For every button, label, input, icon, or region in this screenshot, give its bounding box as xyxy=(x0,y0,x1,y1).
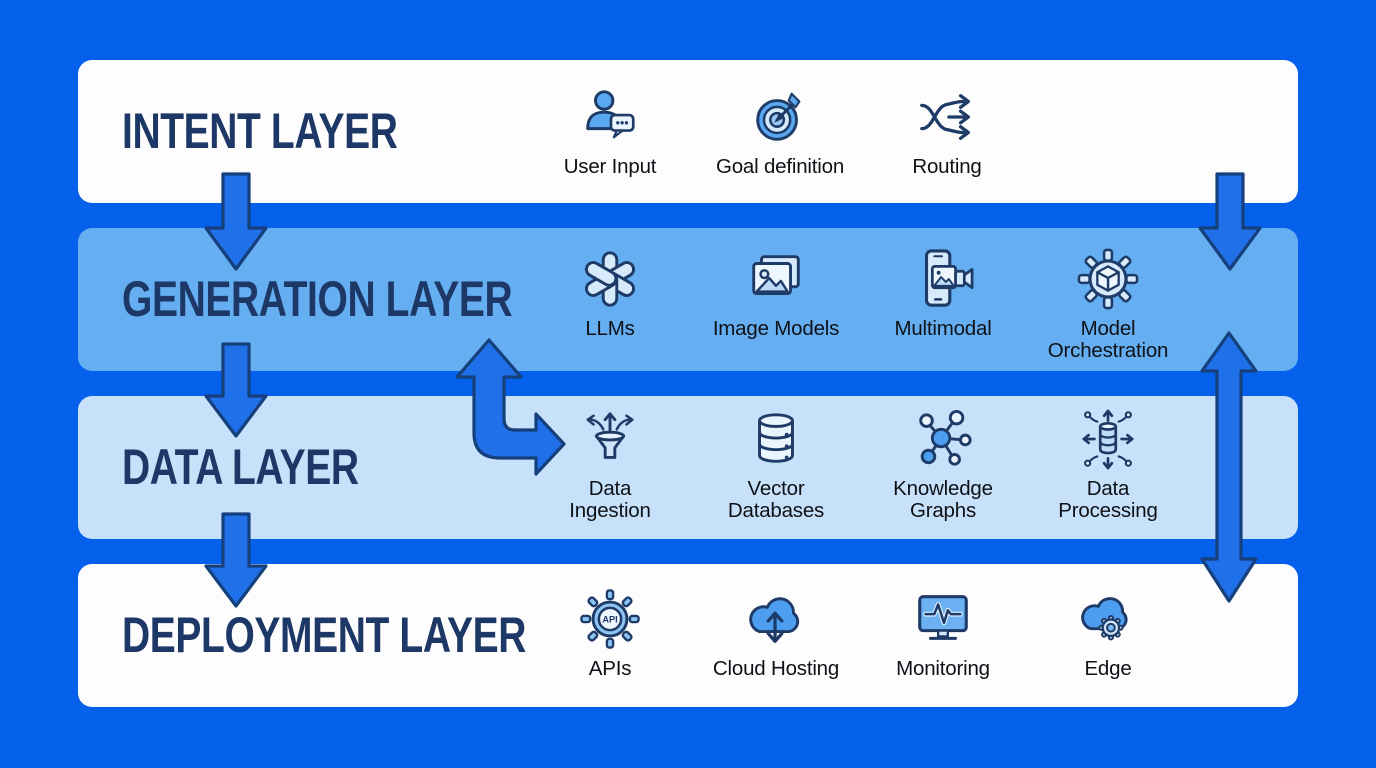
item-label: Cloud Hosting xyxy=(712,657,840,680)
item-data-ingestion: Data Ingestion xyxy=(525,408,695,522)
data-layer-bar: DATA LAYER xyxy=(78,396,1298,539)
intent-layer-bar: INTENT LAYER xyxy=(78,60,1298,203)
data-layer-title: DATA LAYER xyxy=(122,438,359,495)
item-cloud-hosting: Cloud Hosting xyxy=(691,588,861,680)
goal-definition-icon xyxy=(749,86,811,148)
item-apis: API APIs xyxy=(525,588,695,680)
item-model-orchestration: Model Orchestration xyxy=(1023,248,1193,362)
item-label: Multimodal xyxy=(894,317,992,340)
item-edge: Edge xyxy=(1023,588,1193,680)
item-label: User Input xyxy=(563,155,657,178)
cloud-hosting-icon xyxy=(745,588,807,650)
item-label: Routing xyxy=(912,155,982,178)
item-label: Data Ingestion xyxy=(569,477,651,522)
item-label: LLMs xyxy=(585,317,635,340)
data-processing-icon xyxy=(1077,408,1139,470)
item-label: Data Processing xyxy=(1058,477,1158,522)
routing-icon xyxy=(916,86,978,148)
item-label: Goal definition xyxy=(715,155,845,178)
item-label: Image Models xyxy=(712,317,840,340)
api-badge-text: API xyxy=(602,614,617,624)
item-label: APIs xyxy=(588,657,632,680)
item-image-models: Image Models xyxy=(691,248,861,340)
item-label: Monitoring xyxy=(896,657,990,680)
item-multimodal: Multimodal xyxy=(858,248,1028,340)
generation-layer-title: GENERATION LAYER xyxy=(122,270,513,327)
image-models-icon xyxy=(745,248,807,310)
llm-knot-icon xyxy=(579,248,641,310)
multimodal-icon xyxy=(912,248,974,310)
deployment-layer-bar: DEPLOYMENT LAYER xyxy=(78,564,1298,707)
edge-cloud-icon xyxy=(1077,588,1139,650)
model-orchestration-icon xyxy=(1077,248,1139,310)
user-input-icon xyxy=(579,86,641,148)
item-user-input: User Input xyxy=(525,86,695,178)
item-llms: LLMs xyxy=(525,248,695,340)
item-label: Edge xyxy=(1084,657,1132,680)
item-vector-databases: Vector Databases xyxy=(691,408,861,522)
item-knowledge-graphs: Knowledge Graphs xyxy=(858,408,1028,522)
item-data-processing: Data Processing xyxy=(1023,408,1193,522)
monitoring-icon xyxy=(912,588,974,650)
item-label: Model Orchestration xyxy=(1047,317,1169,362)
vector-database-icon xyxy=(745,408,807,470)
intent-layer-title: INTENT LAYER xyxy=(122,102,398,159)
data-ingestion-icon xyxy=(579,408,641,470)
item-label: Vector Databases xyxy=(727,477,825,522)
item-label: Knowledge Graphs xyxy=(893,477,993,522)
knowledge-graph-icon xyxy=(912,408,974,470)
deployment-layer-title: DEPLOYMENT LAYER xyxy=(122,606,527,663)
item-monitoring: Monitoring xyxy=(858,588,1028,680)
item-routing: Routing xyxy=(862,86,1032,178)
item-goal-definition: Goal definition xyxy=(695,86,865,178)
api-gear-icon: API xyxy=(579,588,641,650)
